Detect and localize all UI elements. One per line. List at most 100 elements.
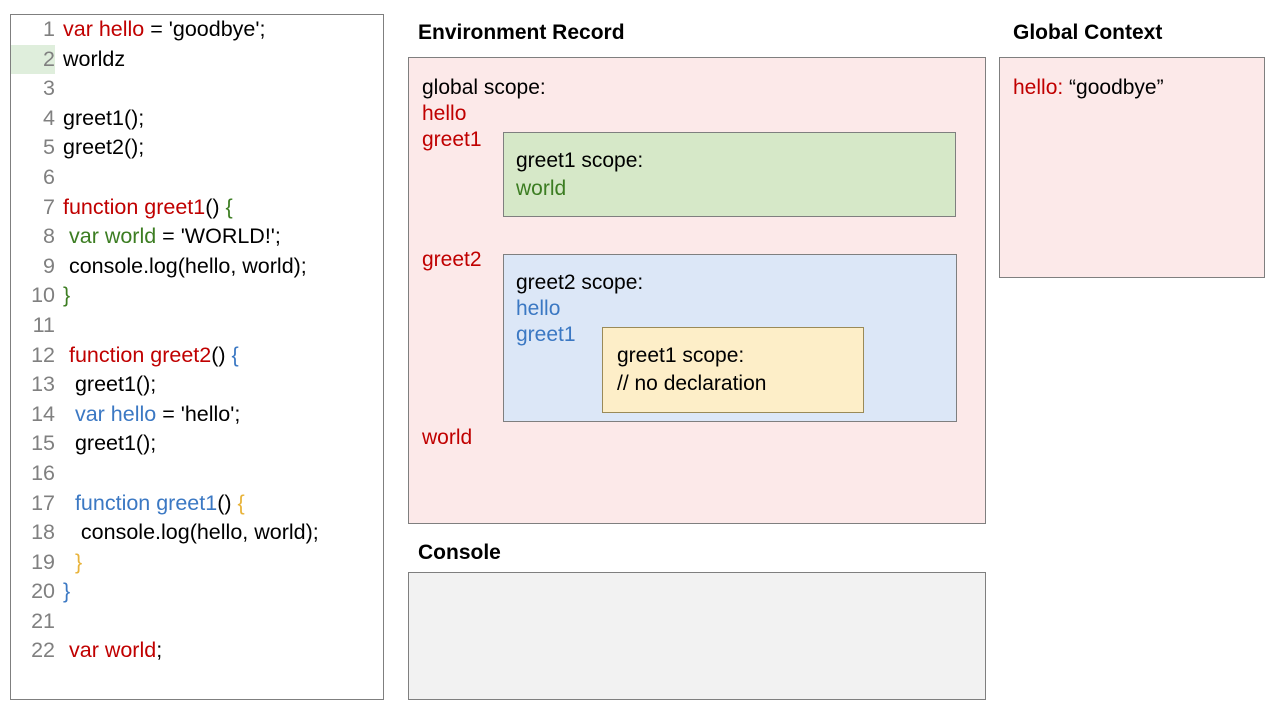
nested-greet1-scope-note: // no declaration [617, 372, 767, 395]
code-line[interactable]: 16 [11, 459, 383, 489]
code-line[interactable]: 3 [11, 74, 383, 104]
global-scope-header: global scope: [422, 76, 546, 99]
code-line[interactable]: 15 greet1(); [11, 429, 383, 459]
code-token: worldz [63, 46, 126, 71]
line-number: 9 [43, 253, 55, 278]
code-line-text: } [63, 577, 70, 607]
code-token [63, 491, 75, 515]
code-token: greet2(); [63, 135, 145, 160]
line-number: 12 [31, 342, 55, 367]
global-context-box: hello: “goodbye” [999, 57, 1265, 278]
code-token: () [217, 490, 238, 515]
code-line[interactable]: 19 } [11, 548, 383, 578]
code-token: var hello [74, 401, 157, 426]
line-number: 1 [43, 17, 55, 41]
code-line[interactable]: 6 [11, 163, 383, 193]
code-token: greet1(); [63, 372, 157, 397]
line-number: 18 [31, 520, 55, 545]
code-line-text: var world; [63, 636, 162, 666]
code-token: () [211, 342, 232, 367]
code-line[interactable]: 18 console.log(hello, world); [11, 518, 383, 548]
code-token: console.log(hello, world); [63, 253, 307, 278]
code-token: = 'hello'; [156, 401, 241, 426]
console-output-box[interactable] [408, 572, 986, 700]
code-line-text: console.log(hello, world); [63, 518, 319, 548]
code-token: { [237, 490, 245, 515]
greet2-scope-header: greet2 scope: [516, 271, 644, 294]
code-token: console.log(hello, world); [63, 520, 319, 545]
global-scope-binding-hello: hello [422, 102, 467, 125]
nested-greet1-scope-box: greet1 scope: // no declaration [602, 327, 864, 413]
code-token: { [225, 194, 233, 219]
code-token: } [74, 549, 83, 574]
code-line-text: greet1(); [63, 104, 144, 134]
code-line[interactable]: 20} [11, 577, 383, 607]
code-line-text: function greet1() { [63, 193, 233, 223]
code-token: () [205, 194, 226, 219]
line-number: 13 [31, 372, 55, 397]
code-token: var world [68, 638, 157, 663]
line-number: 5 [43, 135, 55, 160]
code-line[interactable]: 17 function greet1() { [11, 489, 383, 519]
greet2-scope-binding-hello: hello [516, 297, 561, 320]
code-line-text: } [63, 548, 82, 578]
greet1-scope-binding-world: world [516, 177, 567, 200]
code-token: greet1(); [63, 431, 157, 456]
greet1-scope-box: greet1 scope: world [503, 132, 956, 217]
code-token: { [231, 342, 239, 367]
code-line[interactable]: 21 [11, 607, 383, 637]
code-line[interactable]: 9 console.log(hello, world); [11, 252, 383, 282]
environment-record-title: Environment Record [418, 21, 625, 44]
code-line-text: function greet1() { [63, 489, 245, 519]
code-line[interactable]: 14 var hello = 'hello'; [11, 400, 383, 430]
global-scope-binding-greet2: greet2 [422, 248, 482, 271]
global-context-title: Global Context [1013, 21, 1163, 44]
code-token [63, 550, 75, 574]
code-line[interactable]: 5 greet2(); [11, 133, 383, 163]
code-line[interactable]: 22 var world; [11, 636, 383, 666]
code-token: var hello [63, 17, 145, 41]
line-number: 22 [31, 638, 55, 663]
code-line-text: var world = 'WORLD!'; [63, 222, 281, 252]
code-token [63, 402, 75, 426]
line-number: 8 [43, 224, 55, 249]
line-number: 17 [31, 490, 55, 515]
line-number: 10 [31, 283, 55, 308]
code-line-text: greet2(); [63, 133, 144, 163]
global-scope-binding-greet1: greet1 [422, 128, 482, 151]
code-token: function greet1 [63, 194, 206, 219]
greet2-scope-binding-greet1: greet1 [516, 323, 576, 346]
code-token: var world [68, 224, 157, 249]
greet2-scope-box: greet2 scope: hello greet1 greet1 scope:… [503, 254, 957, 422]
code-line-text: function greet2() { [63, 341, 239, 371]
line-number: 6 [43, 164, 55, 189]
console-title: Console [418, 541, 501, 564]
code-line[interactable]: 13 greet1(); [11, 370, 383, 400]
code-token: = 'WORLD!'; [156, 224, 281, 249]
line-number: 2 [11, 44, 55, 75]
code-line-text: worldz [63, 45, 125, 75]
code-line-text: console.log(hello, world); [63, 252, 307, 282]
code-token: ; [156, 638, 163, 663]
line-number: 21 [31, 608, 55, 633]
code-line-text: var hello = 'hello'; [63, 400, 240, 430]
line-number: 11 [32, 312, 55, 337]
code-line[interactable]: 8 var world = 'WORLD!'; [11, 222, 383, 252]
code-line[interactable]: 11 [11, 311, 383, 341]
code-line-text: greet1(); [63, 429, 156, 459]
code-token: function greet2 [68, 342, 212, 367]
code-token: greet1(); [63, 105, 145, 130]
line-number: 15 [31, 431, 55, 456]
code-line[interactable]: 12 function greet2() { [11, 341, 383, 371]
global-context-entry-value: “goodbye” [1069, 76, 1164, 99]
code-line[interactable]: 2 worldz [11, 44, 383, 75]
code-line-text: greet1(); [63, 370, 156, 400]
code-token: function greet1 [74, 490, 218, 515]
global-context-entry: hello: “goodbye” [1013, 76, 1164, 100]
code-line[interactable]: 10} [11, 281, 383, 311]
